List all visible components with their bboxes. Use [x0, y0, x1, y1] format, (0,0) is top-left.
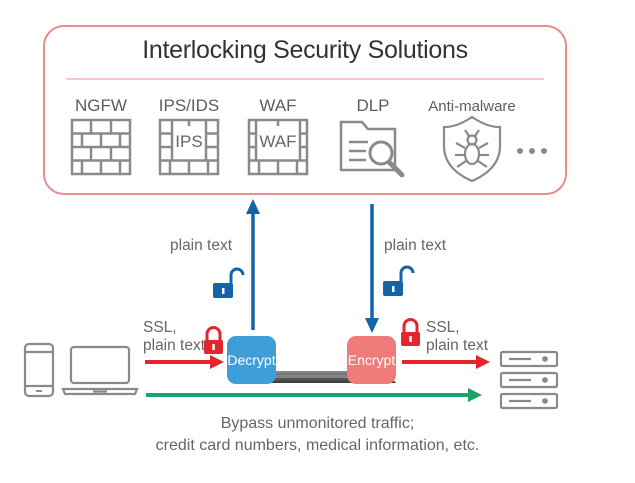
- decrypt-label: Decrypt: [227, 352, 276, 368]
- arrow-ssl-out: [402, 355, 490, 369]
- ips-icon-text: IPS: [175, 132, 203, 151]
- waf-icon-text: WAF: [259, 132, 297, 151]
- solutions-box: [43, 25, 567, 195]
- solution-label-dlp: DLP: [356, 96, 390, 115]
- lock-icon: [401, 318, 420, 346]
- unlock-icon: [383, 265, 415, 296]
- firewall-icon: [158, 118, 220, 176]
- solution-label-waf: WAF: [259, 96, 297, 115]
- solution-label-anti-malware: Anti-malware: [428, 98, 516, 115]
- firewall-icon: [247, 118, 309, 176]
- solution-label-ngfw: NGFW: [75, 96, 127, 115]
- ellipsis-icon: [517, 148, 547, 154]
- encrypt-label: Encrypt: [347, 352, 396, 368]
- unlock-icon: [213, 267, 245, 298]
- plain-text-label-up: plain text: [170, 237, 233, 254]
- arrow-bypass: [146, 388, 482, 402]
- arrow-up: [246, 199, 260, 330]
- arrow-down: [365, 204, 379, 333]
- bypass-caption: Bypass unmonitored traffic; credit card …: [155, 415, 480, 454]
- laptop-icon: [61, 345, 139, 396]
- ssl-in-label: SSL, plain text: [143, 319, 206, 354]
- solution-label-ips-ids: IPS/IDS: [158, 96, 220, 115]
- ssl-out-label: SSL, plain text: [426, 319, 489, 354]
- phone-icon: [23, 342, 55, 398]
- arrow-ssl-in: [145, 355, 224, 369]
- encrypt-block: [347, 336, 396, 384]
- bug-shield-icon: [442, 115, 502, 183]
- document-search-icon: [339, 120, 405, 178]
- lock-icon: [204, 326, 223, 354]
- decrypt-block: [227, 336, 276, 384]
- firewall-icon: [70, 118, 132, 176]
- page-title: Interlocking Security Solutions: [142, 36, 468, 64]
- plain-text-label-down: plain text: [384, 237, 447, 254]
- server-icon: [499, 350, 559, 410]
